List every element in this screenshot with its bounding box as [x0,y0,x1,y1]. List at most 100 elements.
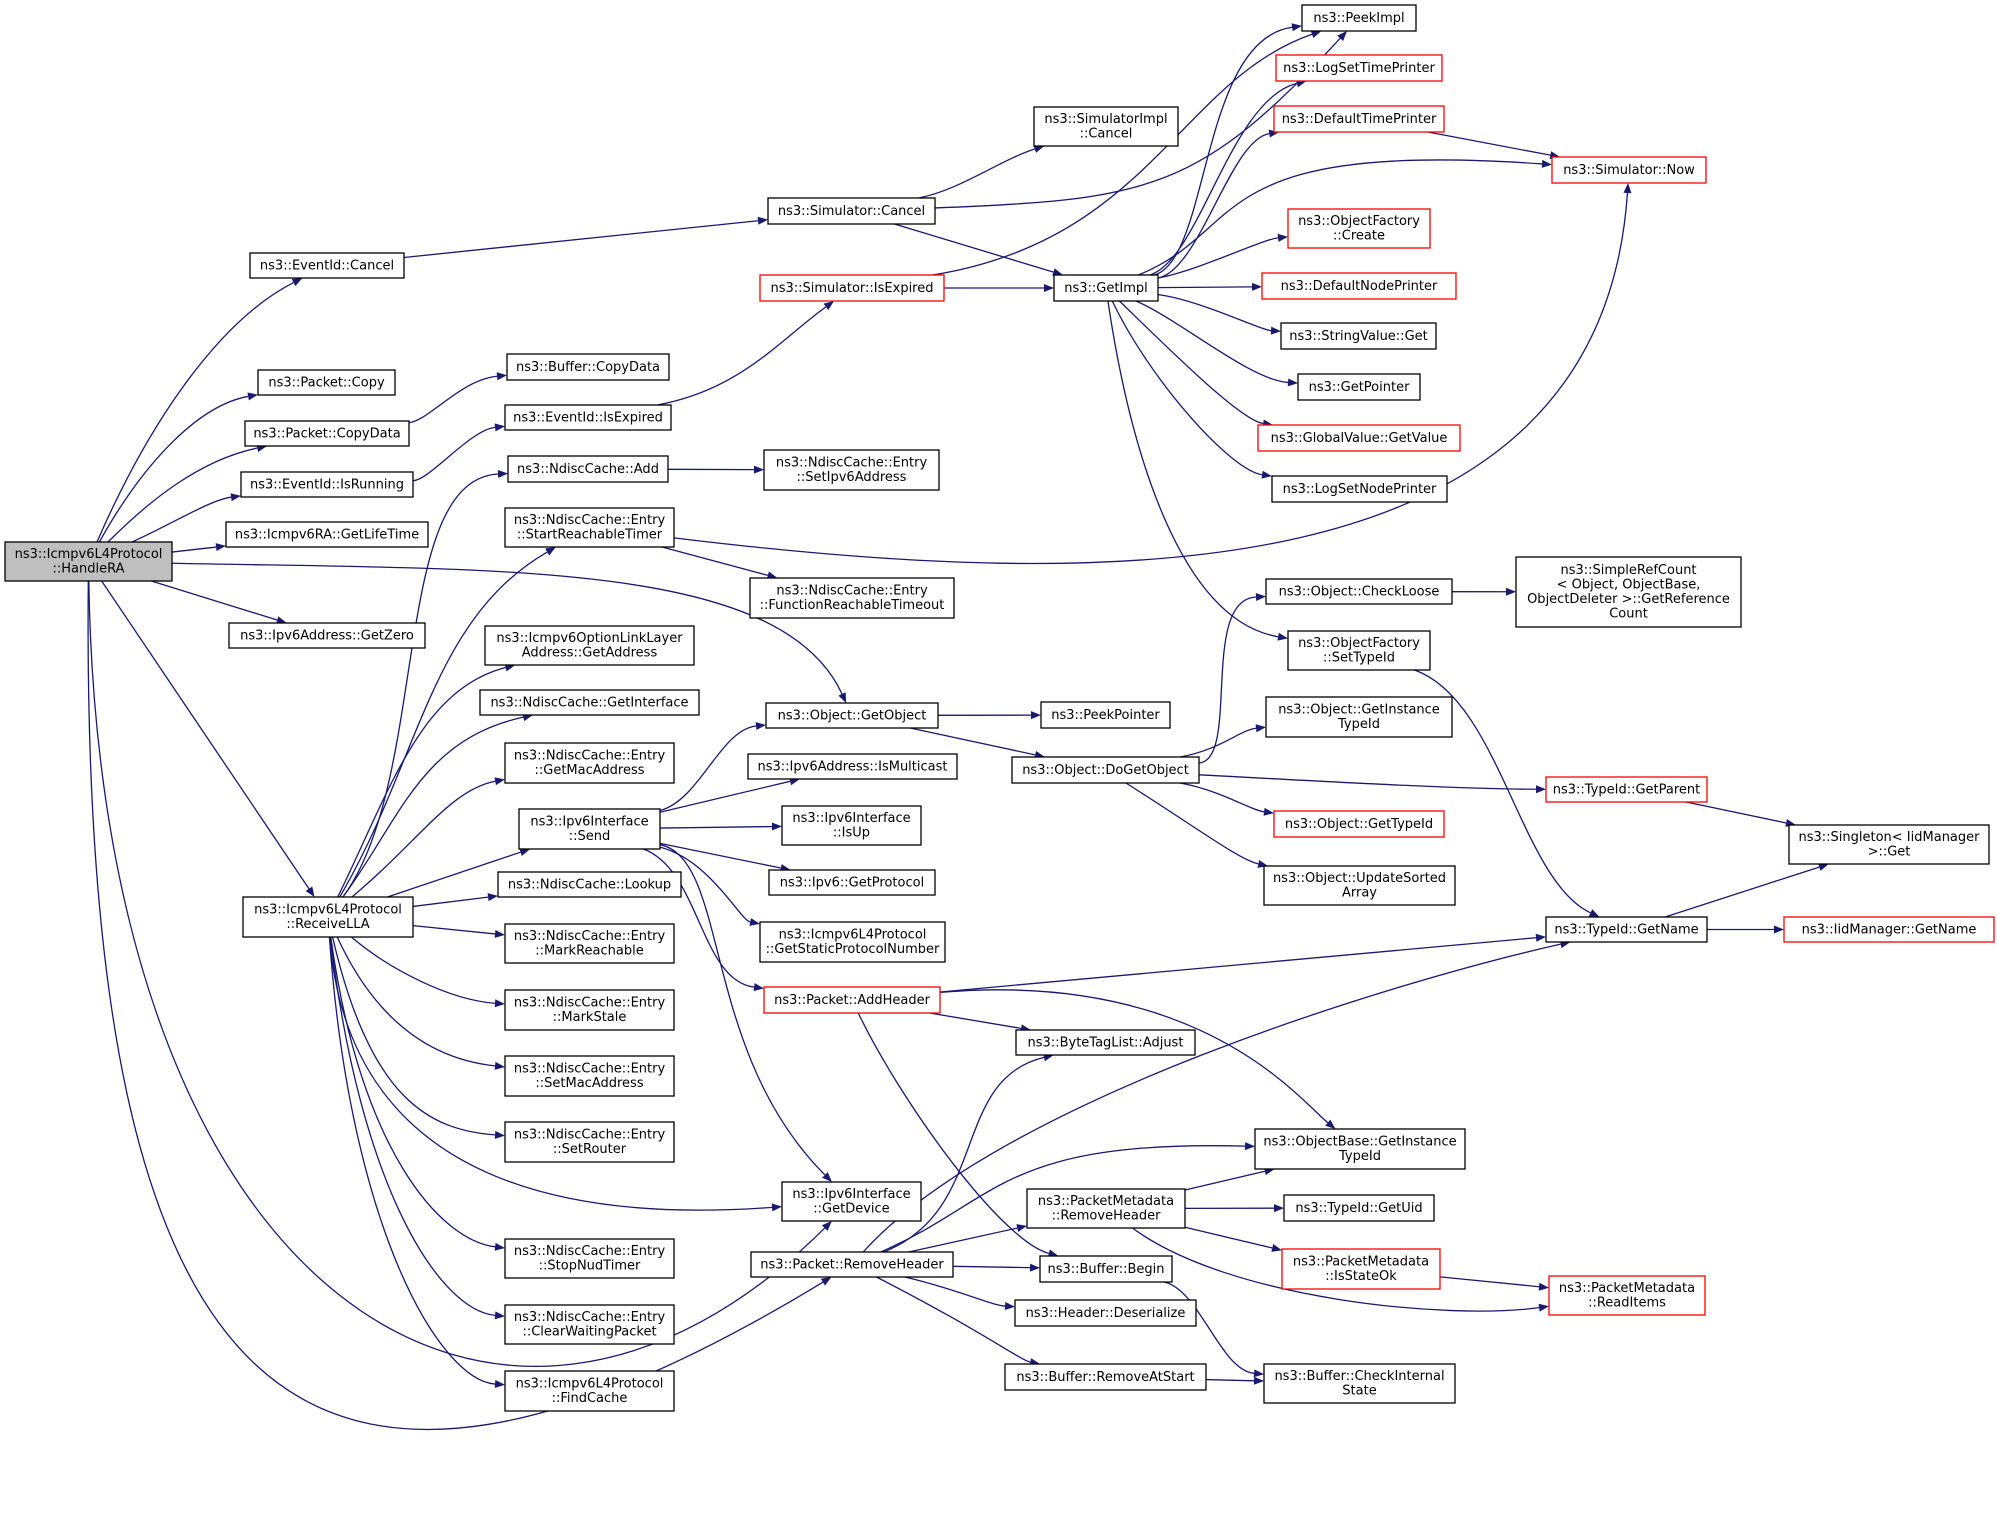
edge-ipv6interface_send-to-ipv6address_ismulticast [659,780,791,813]
node-ipv6interface-send[interactable]: ns3::Ipv6Interface::Send [518,808,661,850]
node-box [1287,208,1431,249]
node-entry-markstale[interactable]: ns3::NdiscCache::Entry::MarkStale [504,989,675,1031]
node-entry-setmacaddress[interactable]: ns3::NdiscCache::Entry::SetMacAddress [504,1055,675,1097]
node-eventid-cancel[interactable]: ns3::EventId::Cancel [249,252,405,279]
node-simulator-isexpired[interactable]: ns3::Simulator::IsExpired [759,274,945,302]
node-receive-lla[interactable]: ns3::Icmpv6L4Protocol::ReceiveLLA [242,896,414,938]
node-ndisccache-getinterface[interactable]: ns3::NdiscCache::GetInterface [479,689,700,716]
node-packet-copy[interactable]: ns3::Packet::Copy [257,369,396,396]
node-packetmetadata-removeheader[interactable]: ns3::PacketMetadata::RemoveHeader [1026,1188,1186,1229]
node-box [1545,776,1708,803]
node-box [504,404,672,431]
node-box [767,197,936,225]
edge-handle_ra-to-packet_copy [98,395,249,543]
node-packet-copydata[interactable]: ns3::Packet::CopyData [244,420,410,447]
edge-ipv6interface_send-to-ipv6_getprotocol [659,842,781,869]
edge-getimpl-to-peekimpl [1154,26,1293,276]
node-globalvalue-getvalue[interactable]: ns3::GlobalValue::GetValue [1257,424,1461,452]
node-buffer-removeatstart[interactable]: ns3::Buffer::RemoveAtStart [1004,1363,1207,1391]
edge-receive_lla-to-ipv6interface_getdevice [328,936,773,1211]
node-entry-markreachable[interactable]: ns3::NdiscCache::Entry::MarkReachable [504,923,675,964]
node-box [497,871,682,898]
node-object-getobject[interactable]: ns3::Object::GetObject [765,702,939,729]
node-buffer-copydata[interactable]: ns3::Buffer::CopyData [506,353,670,381]
node-defaulttimeprinter[interactable]: ns3::DefaultTimePrinter [1273,105,1445,133]
node-bytetaglist-adjust[interactable]: ns3::ByteTagList::Adjust [1015,1029,1196,1056]
node-entry-getmacaddress[interactable]: ns3::NdiscCache::Entry::GetMacAddress [504,742,675,784]
node-logsetnodeprinter[interactable]: ns3::LogSetNodePrinter [1271,475,1448,503]
node-ipv6address-ismulticast[interactable]: ns3::Ipv6Address::IsMulticast [747,753,958,780]
node-icmpv6-getstaticprotocolnumber[interactable]: ns3::Icmpv6L4Protocol::GetStaticProtocol… [759,921,946,963]
node-eventid-isexpired[interactable]: ns3::EventId::IsExpired [504,404,672,431]
node-ndisccache-lookup[interactable]: ns3::NdiscCache::Lookup [497,871,682,898]
node-eventid-isrunning[interactable]: ns3::EventId::IsRunning [240,471,414,498]
node-box [1301,4,1417,32]
node-defaultnodeprinter[interactable]: ns3::DefaultNodePrinter [1261,272,1457,300]
node-packet-removeheader[interactable]: ns3::Packet::RemoveHeader [750,1251,954,1278]
node-peekimpl[interactable]: ns3::PeekImpl [1301,4,1417,32]
node-typeid-getparent[interactable]: ns3::TypeId::GetParent [1545,776,1708,803]
node-entry-functionreachabletimeout[interactable]: ns3::NdiscCache::Entry::FunctionReachabl… [749,577,955,619]
node-simulator-now[interactable]: ns3::Simulator::Now [1551,156,1707,184]
node-ndisccache-add[interactable]: ns3::NdiscCache::Add [507,455,669,483]
node-ipv6interface-getdevice[interactable]: ns3::Ipv6Interface::GetDevice [781,1181,922,1222]
node-peekpointer[interactable]: ns3::PeekPointer [1040,701,1171,729]
node-simplerefcount-getreferencecount[interactable]: ns3::SimpleRefCount< Object, ObjectBase,… [1515,556,1742,628]
node-box [1263,1363,1456,1404]
node-packetmetadata-isstateok[interactable]: ns3::PacketMetadata::IsStateOk [1281,1248,1441,1290]
arrowhead-ipv6interface_send-to-object_getobject [755,722,766,731]
node-entry-clearwaitingpacket[interactable]: ns3::NdiscCache::Entry::ClearWaitingPack… [504,1304,675,1345]
node-packetmetadata-readitems[interactable]: ns3::PacketMetadata::ReadItems [1548,1275,1706,1316]
node-buffer-begin[interactable]: ns3::Buffer::Begin [1039,1255,1173,1283]
node-objectfactory-create[interactable]: ns3::ObjectFactory::Create [1287,208,1431,249]
node-simulator-cancel[interactable]: ns3::Simulator::Cancel [767,197,936,225]
arrowhead-entry_startreachabletimer-to-entry_functionreachabletimeout [766,571,778,580]
node-box [1287,630,1431,671]
node-label-line: ns3::Singleton< IidManager [1798,830,1980,845]
node-ipv6address-getzero[interactable]: ns3::Ipv6Address::GetZero [228,622,426,649]
node-entry-startreachabletimer[interactable]: ns3::NdiscCache::Entry::StartReachableTi… [504,507,675,548]
edge-getimpl-to-stringvalue_get [1157,293,1272,332]
node-entry-setrouter[interactable]: ns3::NdiscCache::Entry::SetRouter [504,1121,675,1163]
node-singleton-get[interactable]: ns3::Singleton< IidManager>::Get [1788,824,1990,865]
edge-getimpl-to-getpointer [1135,300,1289,384]
node-getpointer[interactable]: ns3::GetPointer [1297,373,1421,401]
edge-handle_ra-to-object_getobject [171,562,843,695]
node-iidmanager-getname[interactable]: ns3::IidManager::GetName [1783,916,1995,943]
node-ipv6interface-isup[interactable]: ns3::Ipv6Interface::IsUp [781,805,922,846]
node-stringvalue-get[interactable]: ns3::StringValue::Get [1280,322,1437,350]
node-box [1004,1363,1207,1391]
node-label-line: ns3::NdiscCache::Entry [776,584,928,599]
node-packet-addheader[interactable]: ns3::Packet::AddHeader [763,986,941,1014]
node-label-line: ::MarkReachable [535,944,643,959]
node-label-line: < Object, ObjectBase, [1557,578,1701,593]
node-typeid-getuid[interactable]: ns3::TypeId::GetUid [1283,1194,1435,1222]
node-label-line: ns3::Simulator::IsExpired [770,281,933,296]
node-label-line: ns3::TypeId::GetParent [1553,782,1701,797]
node-box [479,689,700,716]
node-entry-stopnudtimer[interactable]: ns3::NdiscCache::Entry::StopNudTimer [504,1238,675,1279]
node-optionlinklayer-getaddress[interactable]: ns3::Icmpv6OptionLinkLayerAddress::GetAd… [484,625,695,666]
node-object-checkloose[interactable]: ns3::Object::CheckLoose [1265,578,1453,605]
node-object-dogetobject[interactable]: ns3::Object::DoGetObject [1011,756,1200,784]
node-icmpv6-findcache[interactable]: ns3::Icmpv6L4Protocol::FindCache [504,1370,675,1412]
node-objectfactory-settypeid[interactable]: ns3::ObjectFactory::SetTypeId [1287,630,1431,671]
node-label-line: ns3::Icmpv6OptionLinkLayer [496,631,683,646]
node-getimpl[interactable]: ns3::GetImpl [1053,274,1159,302]
node-object-gettypeid[interactable]: ns3::Object::GetTypeId [1273,810,1445,838]
node-box [1026,1188,1186,1229]
node-logsettimeprinter[interactable]: ns3::LogSetTimePrinter [1275,54,1443,82]
node-typeid-getname[interactable]: ns3::TypeId::GetName [1545,916,1708,943]
node-header-deserialize[interactable]: ns3::Header::Deserialize [1014,1299,1197,1327]
node-label-line: ::SetRouter [553,1142,627,1157]
node-entry-setipv6address[interactable]: ns3::NdiscCache::Entry::SetIpv6Address [763,449,940,491]
node-simulatorimpl-cancel[interactable]: ns3::SimulatorImpl::Cancel [1033,106,1179,147]
arrowhead-packet_removeheader-to-header_deserialize [1004,1302,1015,1311]
node-handle-ra[interactable]: ns3::Icmpv6L4Protocol::HandleRA [4,541,173,582]
node-ipv6-getprotocol[interactable]: ns3::Ipv6::GetProtocol [768,869,936,896]
node-icmpv6ra-getlifetime[interactable]: ns3::Icmpv6RA::GetLifeTime [225,521,429,548]
